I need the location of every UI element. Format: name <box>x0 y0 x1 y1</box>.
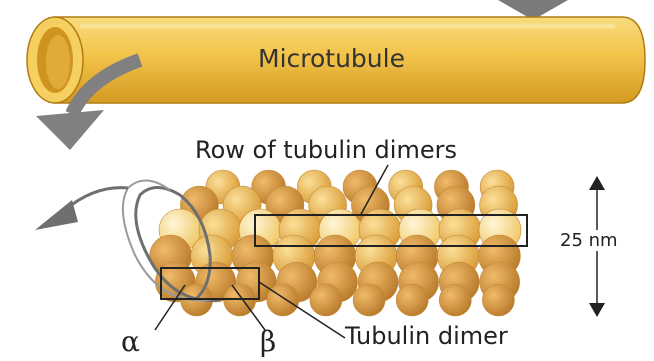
dimension-label: 25 nm <box>558 230 620 251</box>
tubulin-lattice <box>150 170 521 316</box>
tubulin-subunit <box>310 284 342 316</box>
microtubule-label: Microtubule <box>258 44 405 73</box>
tubulin-subunit <box>353 284 385 316</box>
tubulin-subunit <box>439 284 471 316</box>
beta-label: β <box>260 325 276 358</box>
tubulin-dimer-label: Tubulin dimer <box>345 322 508 350</box>
row-of-dimers-label: Row of tubulin dimers <box>195 136 457 164</box>
alpha-label: α <box>121 325 140 358</box>
tubulin-subunit <box>267 284 299 316</box>
tubulin-subunit <box>482 284 514 316</box>
tubulin-subunit <box>396 284 428 316</box>
